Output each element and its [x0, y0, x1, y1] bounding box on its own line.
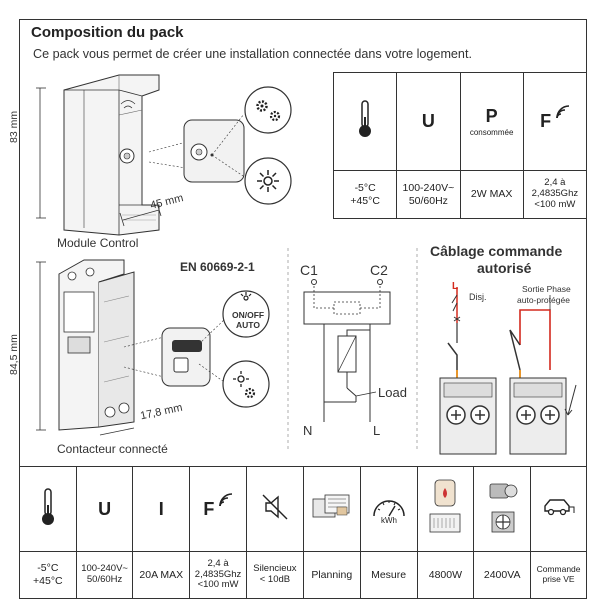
onoff-line2: AUTO: [236, 320, 260, 330]
circuit-n: N: [303, 423, 313, 438]
top-header-f: F: [522, 72, 588, 171]
circuit-c1: C1: [300, 262, 318, 278]
wiring-phase-line1: Sortie Phase: [522, 284, 571, 294]
bottom-header-mute: [245, 466, 304, 552]
circuit-load: Load: [378, 385, 407, 400]
top-value-frequency: 2,4 à 2,4835Ghz <100 mW: [522, 170, 588, 219]
wiring-device-left: [439, 377, 497, 455]
bottom-header-meter: kWh: [359, 466, 418, 552]
bottom-value-voltage: 100-240V~ 50/60Hz: [75, 551, 134, 599]
module-caption: Module Control: [57, 236, 139, 250]
top-value-temp: -5°C +45°C: [332, 170, 398, 219]
top-value-power: 2W MAX: [459, 170, 524, 219]
module-height-label: 83 mm: [8, 110, 20, 143]
water-heater-icon: [429, 479, 461, 532]
planning-icon: [312, 494, 350, 517]
bottom-header-i: I: [132, 466, 191, 552]
wifi-icon: [555, 105, 569, 119]
bottom-spec-table: U I F: [19, 466, 587, 599]
bottom-header-u: U: [75, 466, 134, 552]
thermometer-icon: [359, 100, 372, 137]
wiring-device-right: [509, 377, 567, 455]
contactor-caption: Contacteur connecté: [57, 442, 168, 456]
kwh-label: kWh: [381, 516, 397, 524]
wiring-l-label: L: [452, 281, 459, 292]
top-header-thermometer: [332, 72, 398, 171]
pack-frame: [19, 19, 587, 599]
bottom-value-ev: Commande prise VE: [530, 551, 587, 599]
bottom-value-silence: Silencieux < 10dB: [245, 551, 304, 599]
bottom-value-motor-power: 2400VA: [473, 551, 532, 599]
bottom-header-motor: [473, 466, 532, 552]
top-value-voltage: 100-240V~ 50/60Hz: [396, 170, 461, 219]
bottom-value-frequency: 2,4 à 2,4835Ghz <100 mW: [189, 551, 247, 599]
circuit-l: L: [373, 423, 381, 438]
bottom-value-mesure: Mesure: [359, 551, 418, 599]
contactor-height-label: 84,5 mm: [8, 334, 20, 375]
wiring-phase-line2: auto-protégée: [517, 295, 570, 305]
wifi-icon: [218, 492, 232, 506]
page-subtitle: Ce pack vous permet de créer une install…: [33, 47, 472, 61]
bottom-header-f: F: [189, 466, 247, 552]
circuit-c2: C2: [370, 262, 388, 278]
gear-icon: [256, 100, 268, 112]
light-icon: [257, 170, 279, 192]
contactor-drawing: [36, 259, 270, 436]
bottom-value-heater-power: 4800W: [416, 551, 475, 599]
circuit-diagram: [287, 248, 418, 449]
bottom-header-car: [530, 466, 587, 552]
mute-icon: [262, 494, 288, 519]
wiring-title-line1: Câblage commande: [430, 243, 563, 259]
bottom-header-thermometer: [19, 466, 77, 552]
bottom-value-current: 20A MAX: [132, 551, 191, 599]
bottom-value-planning: Planning: [302, 551, 361, 599]
motor-icon: [489, 483, 518, 532]
module-control-drawing: [36, 74, 292, 236]
car-icon: [543, 498, 575, 515]
onoff-line1: ON/OFF: [232, 310, 265, 320]
bottom-value-temp: -5°C +45°C: [19, 551, 77, 599]
norm-label: EN 60669-2-1: [180, 260, 255, 274]
wiring-disj-label: Disj.: [469, 292, 487, 302]
wiring-drawing: [439, 287, 577, 455]
bottom-header-heater: [416, 466, 475, 552]
page-title: Composition du pack: [31, 24, 184, 41]
top-header-u: U: [396, 72, 461, 171]
bottom-header-planning: [302, 466, 361, 552]
thermometer-icon: [41, 487, 54, 525]
meter-icon: kWh: [372, 499, 405, 525]
wiring-title-line2: autorisé: [477, 260, 532, 276]
